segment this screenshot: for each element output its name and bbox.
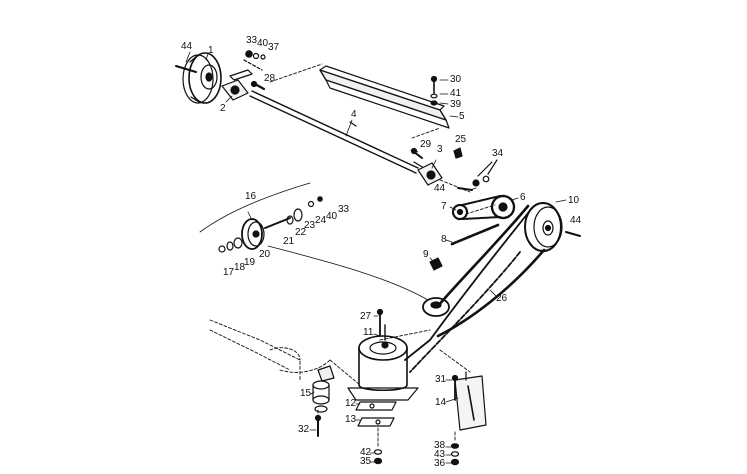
part-label-18: 18 — [234, 262, 246, 273]
hardware-42-35 — [373, 449, 383, 465]
part-label-38: 38 — [434, 440, 446, 451]
part-label-44-top: 44 — [181, 41, 193, 52]
part-label-32: 32 — [298, 424, 310, 435]
part-label-13: 13 — [345, 414, 357, 425]
part-label-44-right: 44 — [570, 215, 582, 226]
plate-part-13 — [357, 417, 395, 427]
part-label-7: 7 — [441, 201, 447, 212]
dashed-assembly-lines — [269, 63, 496, 449]
plate-part-12 — [355, 401, 397, 411]
hardware-30-41-39 — [430, 75, 438, 106]
axle-shaft-part-4 — [249, 90, 425, 174]
part-label-36: 36 — [434, 458, 446, 469]
part-label-29: 29 — [420, 139, 432, 150]
ghost-frame-outline — [209, 319, 331, 381]
part-label-8: 8 — [441, 234, 447, 245]
part-label-21: 21 — [283, 236, 295, 247]
nut-part-25 — [453, 147, 463, 159]
part-label-42: 42 — [360, 447, 372, 458]
part-label-31: 31 — [435, 374, 447, 385]
part-label-14: 14 — [435, 397, 447, 408]
part-label-39: 39 — [450, 99, 462, 110]
chain — [461, 195, 501, 220]
part-label-10: 10 — [568, 195, 580, 206]
part-label-30: 30 — [450, 74, 462, 85]
part-label-12: 12 — [345, 398, 357, 409]
part-label-28: 28 — [264, 73, 276, 84]
part-label-6: 6 — [520, 192, 526, 203]
part-label-26: 26 — [496, 293, 508, 304]
part-label-9: 9 — [423, 249, 429, 260]
part-label-25: 25 — [455, 134, 467, 145]
bolt-part-31 — [451, 374, 459, 401]
drive-pulley-part-10 — [524, 202, 581, 252]
part-label-15: 15 — [300, 388, 312, 399]
part-label-22: 22 — [295, 227, 307, 238]
belt-part-26 — [404, 204, 546, 373]
bolt-set-33-40-37 — [243, 50, 266, 71]
part-label-33-top: 33 — [246, 35, 258, 46]
part-label-33-left: 33 — [338, 204, 350, 215]
part-label-23: 23 — [304, 220, 316, 231]
hardware-38-43-36 — [450, 443, 460, 466]
part-label-40-top: 40 — [257, 38, 269, 49]
part-label-11: 11 — [363, 327, 374, 338]
part-label-35: 35 — [360, 456, 372, 467]
part-label-16: 16 — [245, 191, 257, 202]
part-label-24: 24 — [315, 215, 327, 226]
sprocket-part-6 — [490, 194, 516, 220]
part-label-1: 1 — [208, 45, 214, 56]
bolt-part-28 — [250, 80, 266, 91]
part-label-3: 3 — [437, 144, 443, 155]
sprocket-part-7 — [451, 203, 469, 221]
part-label-27: 27 — [360, 311, 372, 322]
channel-bracket-part-5 — [319, 65, 450, 129]
part-label-2: 2 — [220, 103, 226, 114]
part-label-44-middle: 44 — [434, 183, 446, 194]
part-label-20: 20 — [259, 249, 271, 260]
part-label-41: 41 — [450, 88, 462, 99]
washers-part-34 — [472, 159, 498, 187]
idler-pulley — [422, 297, 450, 317]
part-label-19: 19 — [244, 257, 256, 268]
bushing-part-15 — [312, 365, 335, 413]
pulley-assembly-part-16 — [199, 182, 323, 253]
bolt-part-32 — [314, 414, 322, 437]
bearing-plate-part-2 — [221, 69, 253, 101]
part-label-43: 43 — [434, 449, 446, 460]
part-label-40-left: 40 — [326, 211, 338, 222]
housing-part-11 — [347, 324, 419, 401]
threaded-rod-part-8 — [450, 223, 500, 246]
bracket-part-14 — [454, 371, 487, 431]
part-label-37: 37 — [268, 42, 280, 53]
belt-guide-line — [267, 245, 429, 301]
bearing-plate-part-3 — [417, 162, 443, 186]
bolt-part-27 — [376, 308, 384, 337]
part-label-4: 4 — [351, 109, 357, 120]
part-label-5: 5 — [459, 111, 465, 122]
part-label-17: 17 — [223, 267, 235, 278]
leader-lines — [185, 51, 567, 464]
part-label-34: 34 — [492, 148, 504, 159]
wheel-pulley-part-1 — [175, 52, 222, 104]
